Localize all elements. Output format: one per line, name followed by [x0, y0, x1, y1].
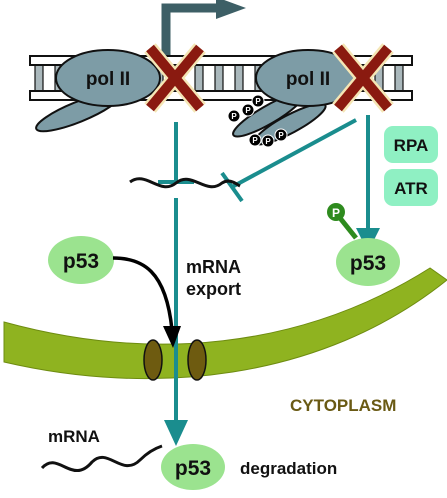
degradation-label: degradation: [240, 459, 337, 478]
nuclear-pore-right: [187, 339, 207, 381]
p53-export-arrow: [112, 256, 181, 348]
phospho-mark: P: [274, 128, 288, 142]
rpa-box: RPA: [384, 126, 438, 163]
mrna-export-label-line2: export: [186, 279, 241, 299]
p53-phospho-group-label: P: [332, 206, 340, 220]
p53-phospho-group: [327, 203, 345, 221]
nascent-mrna-strand: [129, 177, 241, 189]
signal-arrow-to-p53: [356, 115, 380, 252]
p53-phosphorylated: p53 P: [327, 203, 400, 286]
polymerase-left: pol II: [35, 49, 161, 133]
polymerase-right-label: pol II: [286, 69, 330, 90]
phospho-mark: P: [261, 134, 275, 148]
block-x-right: [332, 43, 394, 113]
phospho-mark-label: P: [245, 106, 251, 115]
atr-box: ATR: [384, 169, 438, 206]
phospho-mark-label: P: [255, 97, 261, 106]
phospho-mark-label: P: [231, 112, 237, 121]
polymerase-left-label: pol II: [86, 69, 130, 90]
p53-bottom-body: [161, 444, 225, 490]
p53-bottom-label: p53: [175, 457, 211, 480]
p53-phosphorylated-label: p53: [350, 252, 386, 275]
transcription-start-arrow: [161, 0, 246, 72]
mrna-export-arrow: [164, 198, 188, 446]
phospho-mark: P: [251, 94, 265, 108]
rpa-label: RPA: [394, 136, 429, 155]
p53-phosphorylated-body: [336, 238, 400, 286]
inhibition-arrow-right: [220, 118, 357, 203]
p53-left: p53: [48, 236, 114, 284]
phospho-mark-label: P: [252, 136, 258, 145]
mrna-bottom-label: mRNA: [48, 427, 100, 446]
cytoplasm-label: CYTOPLASM: [290, 396, 396, 415]
polymerase-right: pol II: [232, 49, 361, 146]
mrna-export-label-line1: mRNA: [186, 257, 241, 277]
polymerase-left-body: [55, 49, 161, 107]
nuclear-pore: [143, 339, 207, 381]
phospho-mark-label: P: [278, 131, 284, 140]
atr-label: ATR: [394, 179, 428, 198]
inhibition-arrow-left: [158, 122, 194, 184]
p53-left-body: [48, 236, 114, 284]
nuclear-pore-left: [143, 339, 163, 381]
phospho-mark: P: [241, 103, 255, 117]
p53-bottom: p53: [161, 444, 225, 490]
mrna-bottom-strand: [40, 444, 163, 472]
block-x-left: [144, 43, 206, 113]
phospho-mark: P: [227, 109, 241, 123]
ctd-phosphorylation-marks: P P P P P P: [227, 94, 288, 148]
phospho-mark-label: P: [265, 137, 271, 146]
p53-left-label: p53: [63, 250, 99, 273]
phospho-mark: P: [248, 133, 262, 147]
